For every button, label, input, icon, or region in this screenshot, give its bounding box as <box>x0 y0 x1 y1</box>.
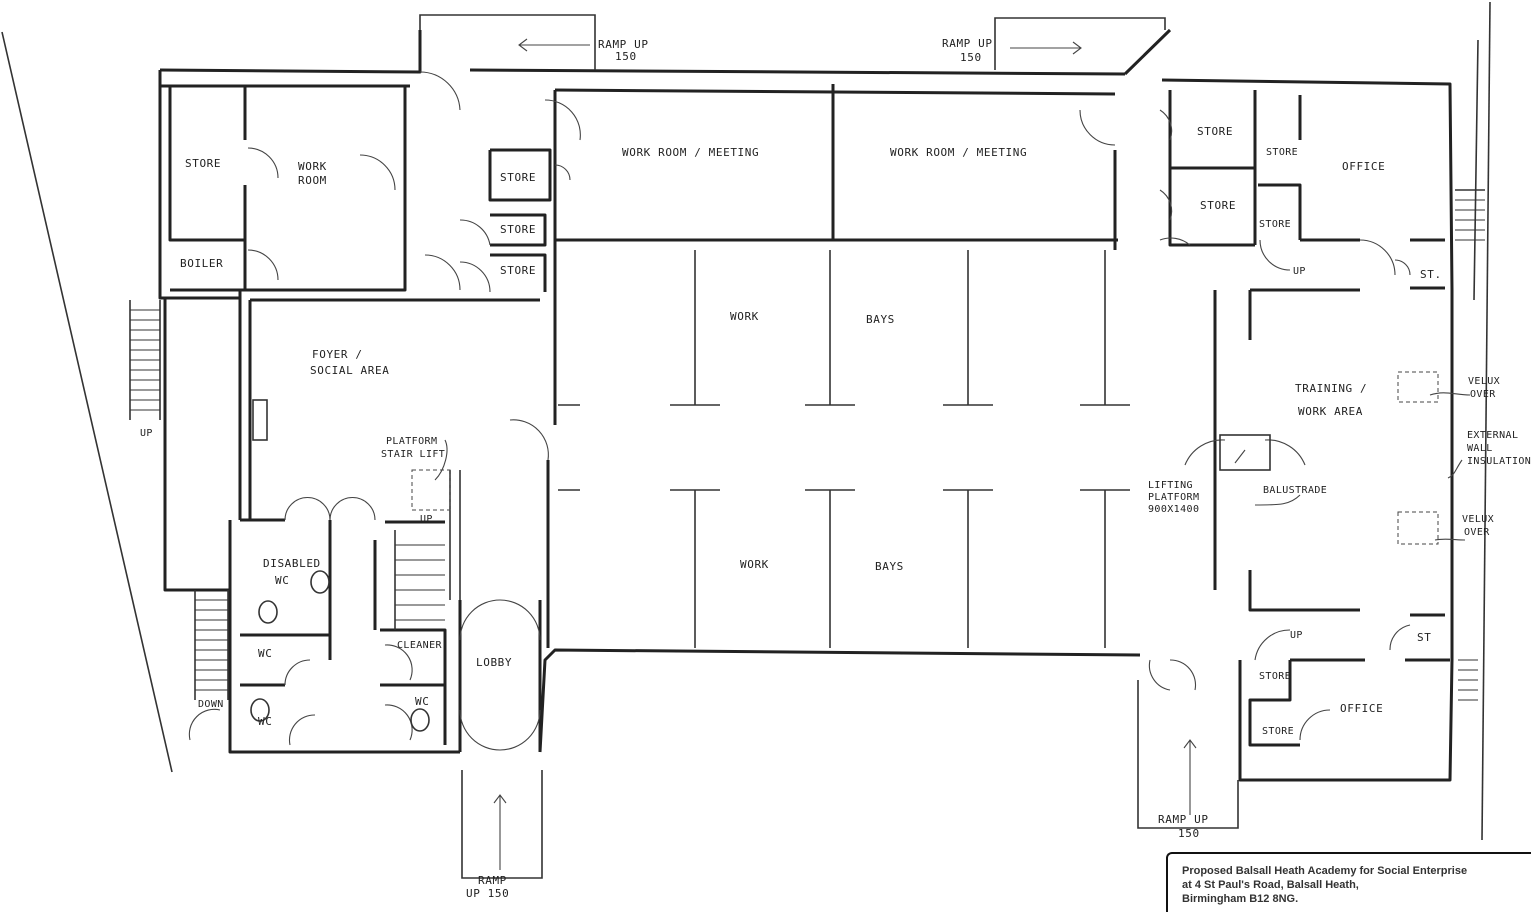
room-label-store-4: STORE <box>500 264 536 277</box>
ramp-label-top-left-1: RAMP UP <box>598 38 649 51</box>
note-velux-top-2: OVER <box>1470 389 1496 400</box>
room-label-store-7: STORE <box>1266 147 1298 158</box>
ramp-label-bottom-right-2: 150 <box>1178 827 1200 840</box>
room-labels: RAMP UP 150 RAMP UP 150 STORE WORK ROOM … <box>140 37 1531 900</box>
room-label-office-top: OFFICE <box>1342 160 1385 173</box>
ramp-label-top-left-2: 150 <box>615 50 637 63</box>
room-label-training-2: WORK AREA <box>1298 405 1363 418</box>
note-velux-bottom-1: VELUX <box>1462 514 1494 525</box>
note-external-wall-1: EXTERNAL <box>1467 430 1518 441</box>
ramp-label-top-right-2: 150 <box>960 51 982 64</box>
label-up-left: UP <box>140 428 153 439</box>
room-label-st-bottom: ST <box>1417 631 1431 644</box>
ramp-label-top-right-1: RAMP UP <box>942 37 993 50</box>
title-line-3: Birmingham B12 8NG. <box>1182 893 1299 905</box>
room-label-store-9: STORE <box>1259 671 1291 682</box>
room-label-store-2: STORE <box>500 171 536 184</box>
note-velux-top-1: VELUX <box>1468 376 1500 387</box>
room-label-work-room-2: ROOM <box>298 174 327 187</box>
interior-walls <box>168 84 1450 752</box>
room-label-st-top: ST. <box>1420 268 1442 281</box>
room-label-work-room-1: WORK <box>298 160 327 173</box>
room-label-store-8: STORE <box>1259 219 1291 230</box>
ramps <box>419 14 1239 879</box>
stairs <box>129 189 1485 701</box>
room-label-work-bays-top-2: BAYS <box>866 313 895 326</box>
title-line-2: at 4 St Paul's Road, Balsall Heath, <box>1182 879 1359 891</box>
note-velux-bottom-2: OVER <box>1464 527 1490 538</box>
note-platform-stair-lift-1: PLATFORM <box>386 436 437 447</box>
room-label-store-5: STORE <box>1197 125 1233 138</box>
room-label-disabled-wc-1: DISABLED <box>263 557 321 570</box>
room-label-foyer-1: FOYER / <box>312 348 363 361</box>
leader-lines <box>434 392 1471 541</box>
room-label-store-1: STORE <box>185 157 221 170</box>
room-label-work-room-meeting-2: WORK ROOM / MEETING <box>890 146 1027 159</box>
room-label-office-bottom: OFFICE <box>1340 702 1383 715</box>
room-label-store-3: STORE <box>500 223 536 236</box>
note-lifting-platform-3: 900X1400 <box>1148 504 1199 515</box>
room-label-cleaner: CLEANER <box>397 640 443 651</box>
room-label-work-bays-top-1: WORK <box>730 310 759 323</box>
room-label-wc-3: WC <box>415 695 429 708</box>
doors <box>188 71 1411 751</box>
sanitary-fixtures <box>250 399 430 732</box>
ramp-label-bottom-left-2: UP 150 <box>466 887 509 900</box>
ramp-label-bottom-right-1: RAMP UP <box>1158 813 1209 826</box>
dashed-features <box>411 371 1439 545</box>
room-label-store-6: STORE <box>1200 199 1236 212</box>
title-block: Proposed Balsall Heath Academy for Socia… <box>1166 852 1531 912</box>
room-label-boiler: BOILER <box>180 257 223 270</box>
note-lifting-platform-2: PLATFORM <box>1148 492 1199 503</box>
title-line-1: Proposed Balsall Heath Academy for Socia… <box>1182 865 1468 877</box>
note-balustrade: BALUSTRADE <box>1263 485 1327 496</box>
room-label-work-bays-bottom-1: WORK <box>740 558 769 571</box>
room-label-lobby: LOBBY <box>476 656 512 669</box>
room-label-work-bays-bottom-2: BAYS <box>875 560 904 573</box>
label-up-top-right: UP <box>1293 266 1306 277</box>
room-label-store-10: STORE <box>1262 726 1294 737</box>
note-external-wall-2: WALL <box>1467 443 1493 454</box>
note-external-wall-3: INSULATION <box>1467 456 1531 467</box>
site-boundary <box>1 1 1491 841</box>
room-label-wc-1: WC <box>258 647 272 660</box>
room-label-disabled-wc-2: WC <box>275 574 289 587</box>
ramp-label-bottom-left-1: RAMP <box>478 874 507 887</box>
room-label-foyer-2: SOCIAL AREA <box>310 364 389 377</box>
room-label-wc-2: WC <box>258 715 272 728</box>
room-label-training-1: TRAINING / <box>1295 382 1367 395</box>
note-lifting-platform-1: LIFTING <box>1148 480 1193 491</box>
label-down: DOWN <box>198 699 224 710</box>
note-platform-stair-lift-2: STAIR LIFT <box>381 449 445 460</box>
label-up-stair: UP <box>420 514 433 525</box>
label-up-bottom-right: UP <box>1290 630 1303 641</box>
room-label-work-room-meeting-1: WORK ROOM / MEETING <box>622 146 759 159</box>
